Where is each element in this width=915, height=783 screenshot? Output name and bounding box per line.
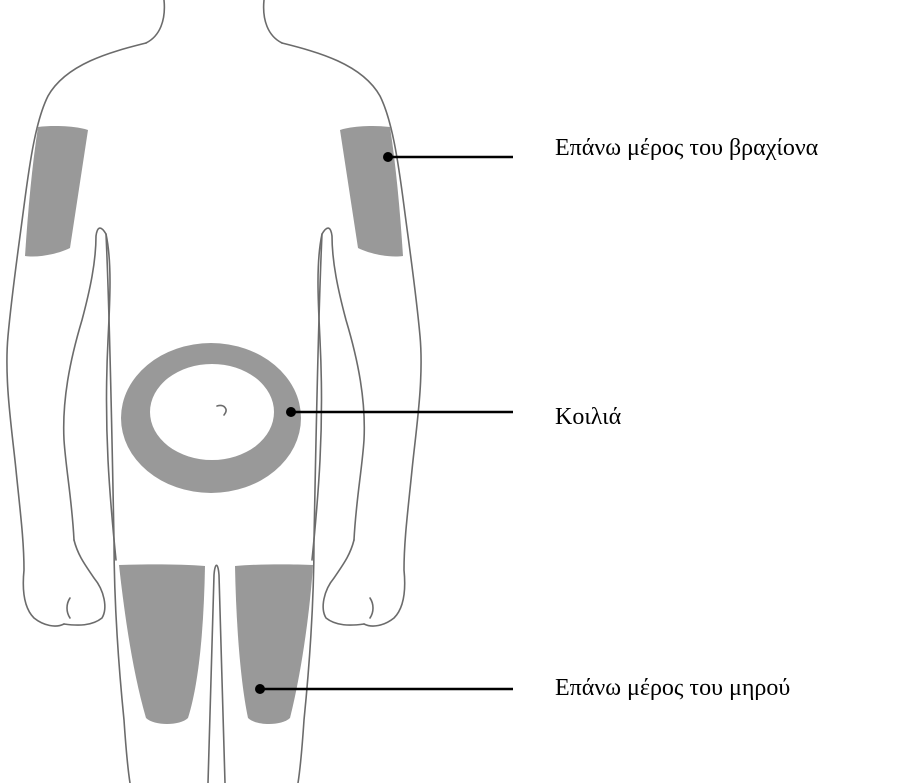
abdomen-label: Κοιλιά: [555, 405, 621, 429]
body-outline: [7, 0, 421, 783]
left-upper-arm-area: [25, 126, 88, 257]
thigh-label: Επάνω μέρος του μηρού: [555, 676, 790, 700]
left-thumb-line: [67, 598, 70, 618]
navel-icon: [217, 406, 226, 415]
right-thumb-line: [370, 598, 373, 618]
upper-arm-leader-dot: [383, 152, 393, 162]
left-hand-line: [64, 540, 105, 625]
thigh-leader-dot: [255, 684, 265, 694]
right-leg-outer-line: [298, 234, 322, 783]
right-thigh-area: [235, 564, 313, 724]
inner-legs-line: [208, 565, 225, 783]
abdomen-area: [121, 343, 301, 493]
neck-right-line: [264, 0, 282, 43]
right-hand-line: [323, 540, 364, 625]
abdomen-leader-dot: [286, 407, 296, 417]
left-thigh-area: [119, 564, 205, 724]
upper-arm-label: Επάνω μέρος του βραχίονα: [555, 136, 818, 160]
right-upper-arm-area: [340, 126, 403, 257]
neck-left-line: [146, 0, 164, 43]
left-leg-outer-line: [106, 234, 130, 783]
